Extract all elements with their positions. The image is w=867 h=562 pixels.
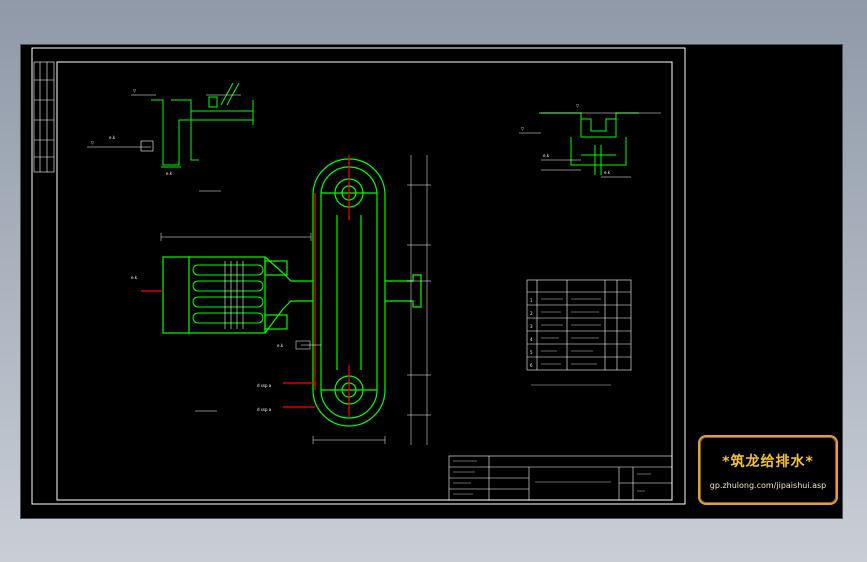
section-b: ▽ ▽ e.k e.k bbox=[519, 103, 661, 178]
svg-text:e.k: e.k bbox=[604, 170, 611, 175]
binding-strip bbox=[33, 61, 55, 173]
svg-text:▽: ▽ bbox=[133, 88, 137, 93]
legend-row-no: 5 bbox=[530, 350, 533, 355]
cad-drawing: ▽ ▽ e.k e.k ▽ bbox=[31, 47, 686, 505]
svg-text:e.k: e.k bbox=[131, 275, 138, 280]
svg-text:e.k: e.k bbox=[277, 343, 284, 348]
legend-row-no: 2 bbox=[530, 311, 533, 316]
watermark-url: gp.zhulong.com/jipaishui.asp bbox=[709, 480, 827, 490]
svg-text:▽: ▽ bbox=[521, 126, 525, 131]
svg-text:▽: ▽ bbox=[576, 103, 580, 108]
legend-table: 1 2 3 4 5 6 bbox=[526, 279, 632, 386]
pipe-label-2: d ssp a bbox=[257, 407, 272, 412]
legend-row-no: 4 bbox=[530, 337, 533, 342]
title-block bbox=[448, 455, 673, 501]
legend-row-no: 3 bbox=[530, 324, 533, 329]
legend-row-no: 6 bbox=[530, 363, 533, 368]
outer-frame bbox=[31, 47, 686, 505]
zhulong-watermark: *筑龙给排水* gp.zhulong.com/jipaishui.asp bbox=[698, 435, 838, 505]
drawing-sheet: ▽ ▽ e.k e.k ▽ bbox=[20, 44, 843, 519]
legend-row-no: 1 bbox=[530, 298, 533, 303]
svg-text:▽: ▽ bbox=[91, 140, 95, 145]
section-a: ▽ ▽ e.k e.k bbox=[87, 82, 254, 192]
svg-text:e.k: e.k bbox=[109, 135, 116, 140]
watermark-title: *筑龙给排水* bbox=[722, 453, 814, 470]
plan-view: e.k e.k d ssp a d ssp a bbox=[131, 155, 431, 445]
inner-frame bbox=[56, 61, 673, 501]
svg-text:e.k: e.k bbox=[543, 153, 550, 158]
svg-text:e.k: e.k bbox=[166, 171, 173, 176]
pipe-label-1: d ssp a bbox=[257, 383, 272, 388]
